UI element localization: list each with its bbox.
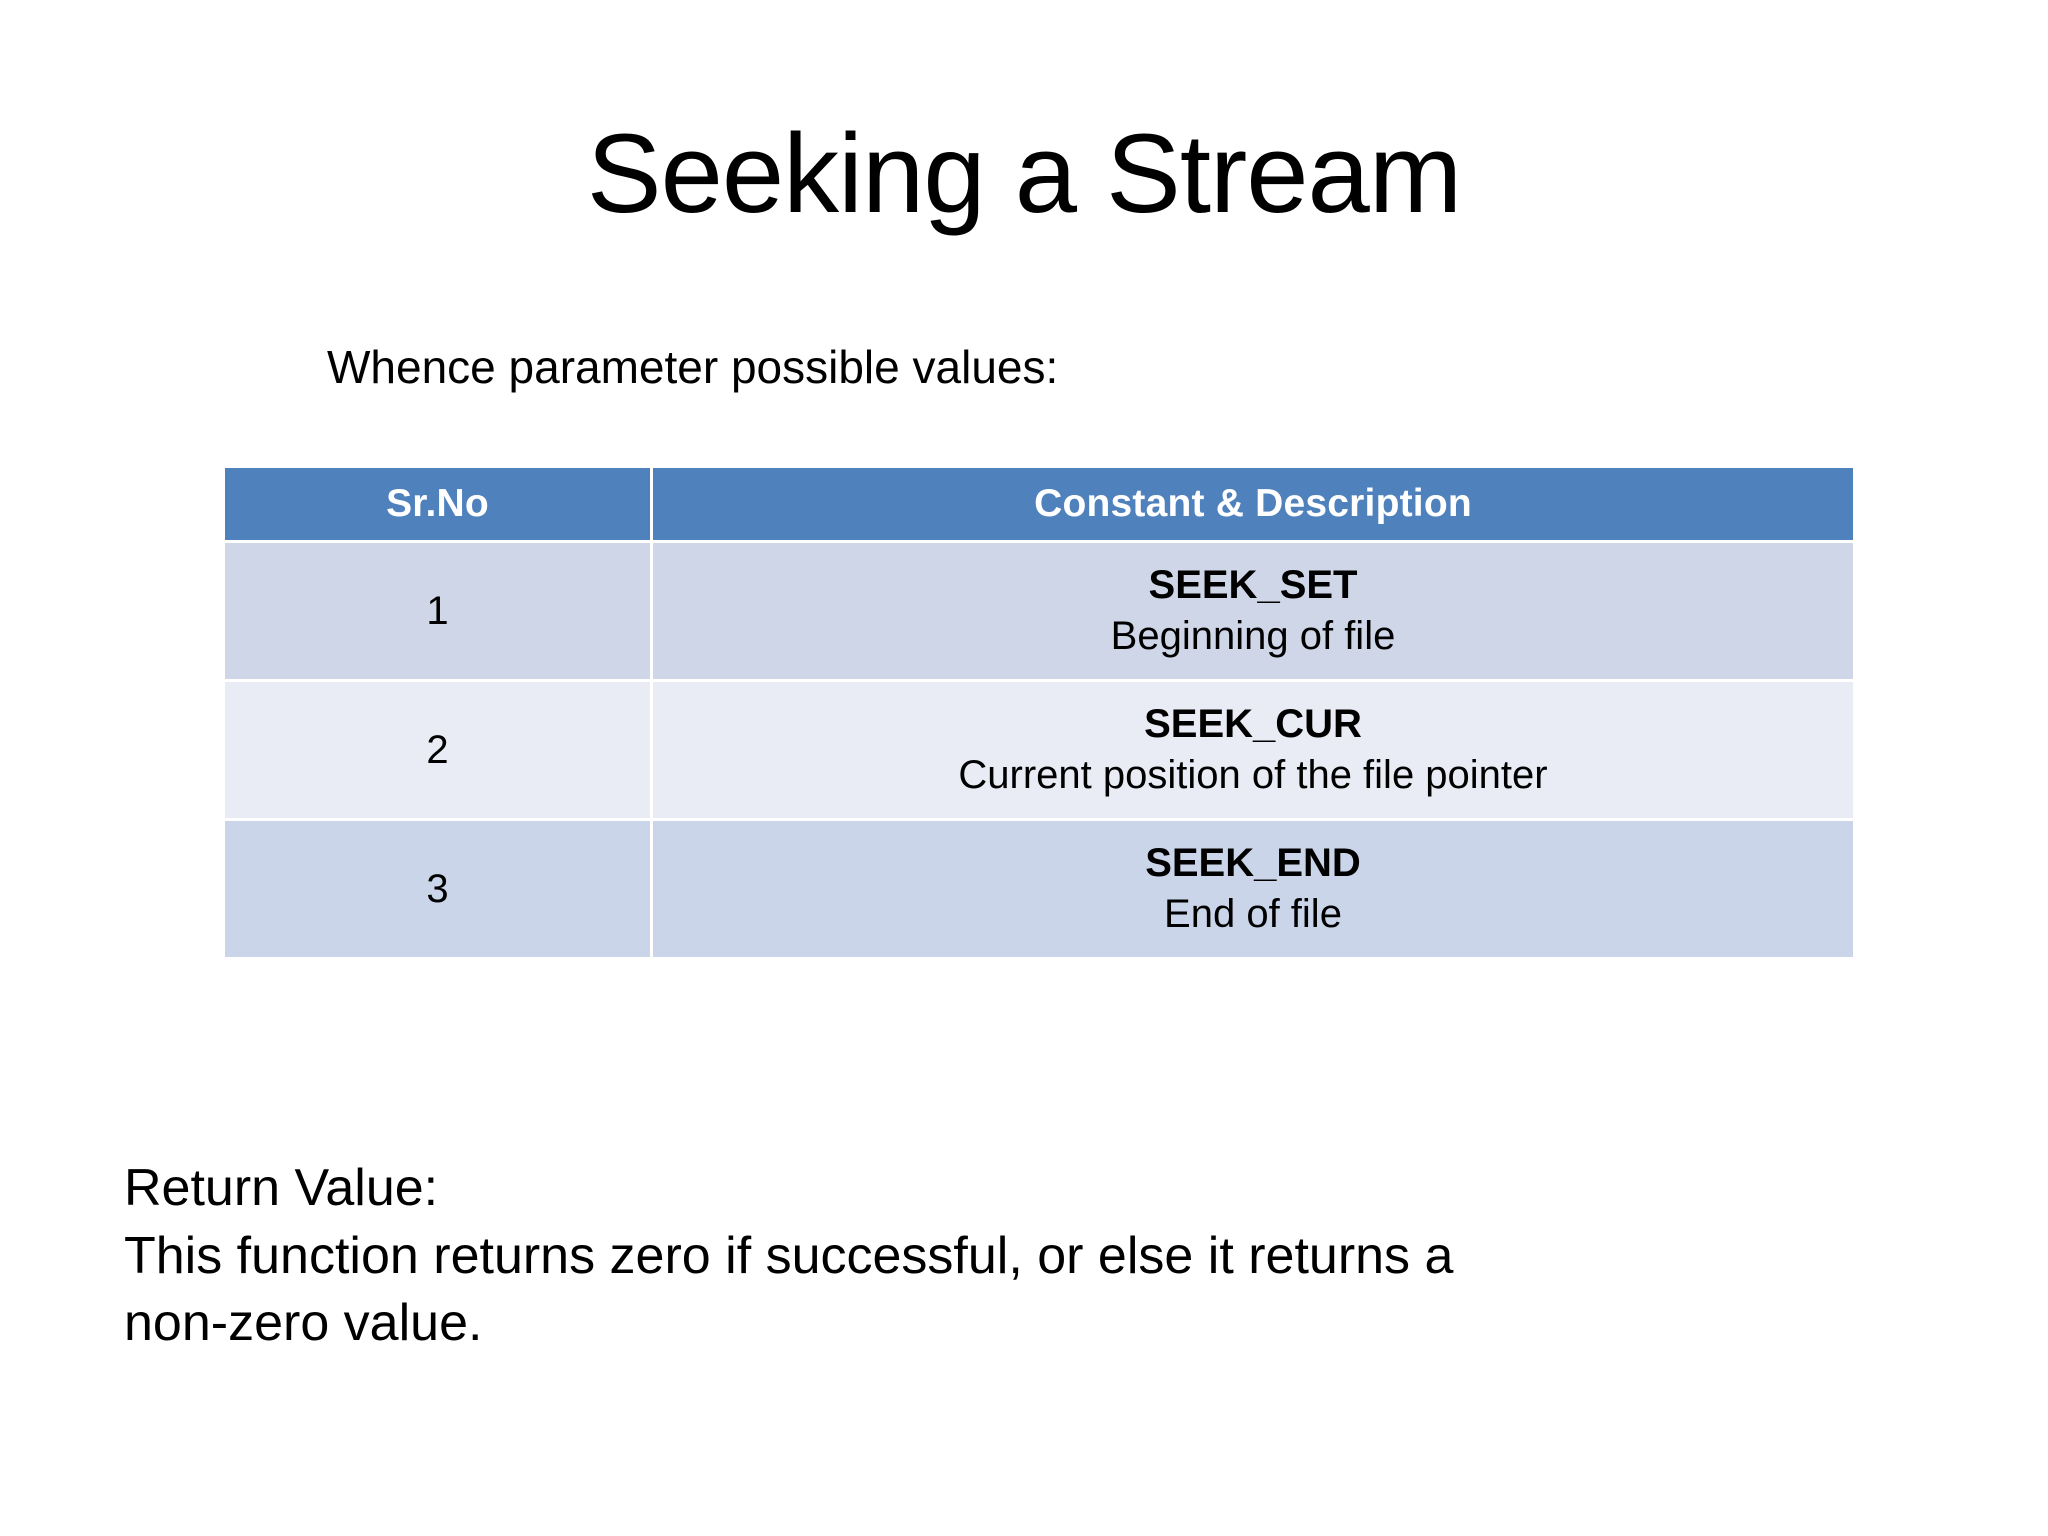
whence-values-table: Sr.No Constant & Description 1 SEEK_SET … <box>222 465 1856 960</box>
table-header-row: Sr.No Constant & Description <box>225 468 1853 540</box>
constant-description: End of file <box>1164 892 1342 936</box>
constant-name: SEEK_END <box>1145 840 1361 885</box>
table-row: 1 SEEK_SET Beginning of file <box>225 543 1853 679</box>
table-row: 3 SEEK_END End of file <box>225 821 1853 957</box>
constant-description: Beginning of file <box>1110 614 1396 658</box>
column-header-constant-description: Constant & Description <box>653 468 1853 540</box>
cell-srno: 2 <box>225 682 650 818</box>
cell-srno: 3 <box>225 821 650 957</box>
cell-srno: 1 <box>225 543 650 679</box>
return-value-heading: Return Value: <box>124 1159 439 1217</box>
cell-constant-description: SEEK_SET Beginning of file <box>653 543 1853 679</box>
constant-description: Current position of the file pointer <box>958 753 1548 797</box>
cell-constant-description: SEEK_END End of file <box>653 821 1853 957</box>
constant-name: SEEK_CUR <box>1144 701 1362 746</box>
column-header-srno: Sr.No <box>225 468 650 540</box>
page-title: Seeking a Stream <box>586 111 1462 236</box>
return-value-line-1: This function returns zero if successful… <box>124 1226 1454 1285</box>
table-row: 2 SEEK_CUR Current position of the file … <box>225 682 1853 818</box>
cell-constant-description: SEEK_CUR Current position of the file po… <box>653 682 1853 818</box>
constant-name: SEEK_SET <box>1148 562 1358 607</box>
return-value-block: Return Value: This function returns zero… <box>124 1155 1884 1358</box>
intro-text: Whence parameter possible values: <box>327 341 1059 393</box>
table-head: Sr.No Constant & Description <box>225 468 1853 540</box>
table-body: 1 SEEK_SET Beginning of file 2 SEEK_CUR … <box>225 543 1853 957</box>
return-value-line-2: non-zero value. <box>124 1294 483 1353</box>
